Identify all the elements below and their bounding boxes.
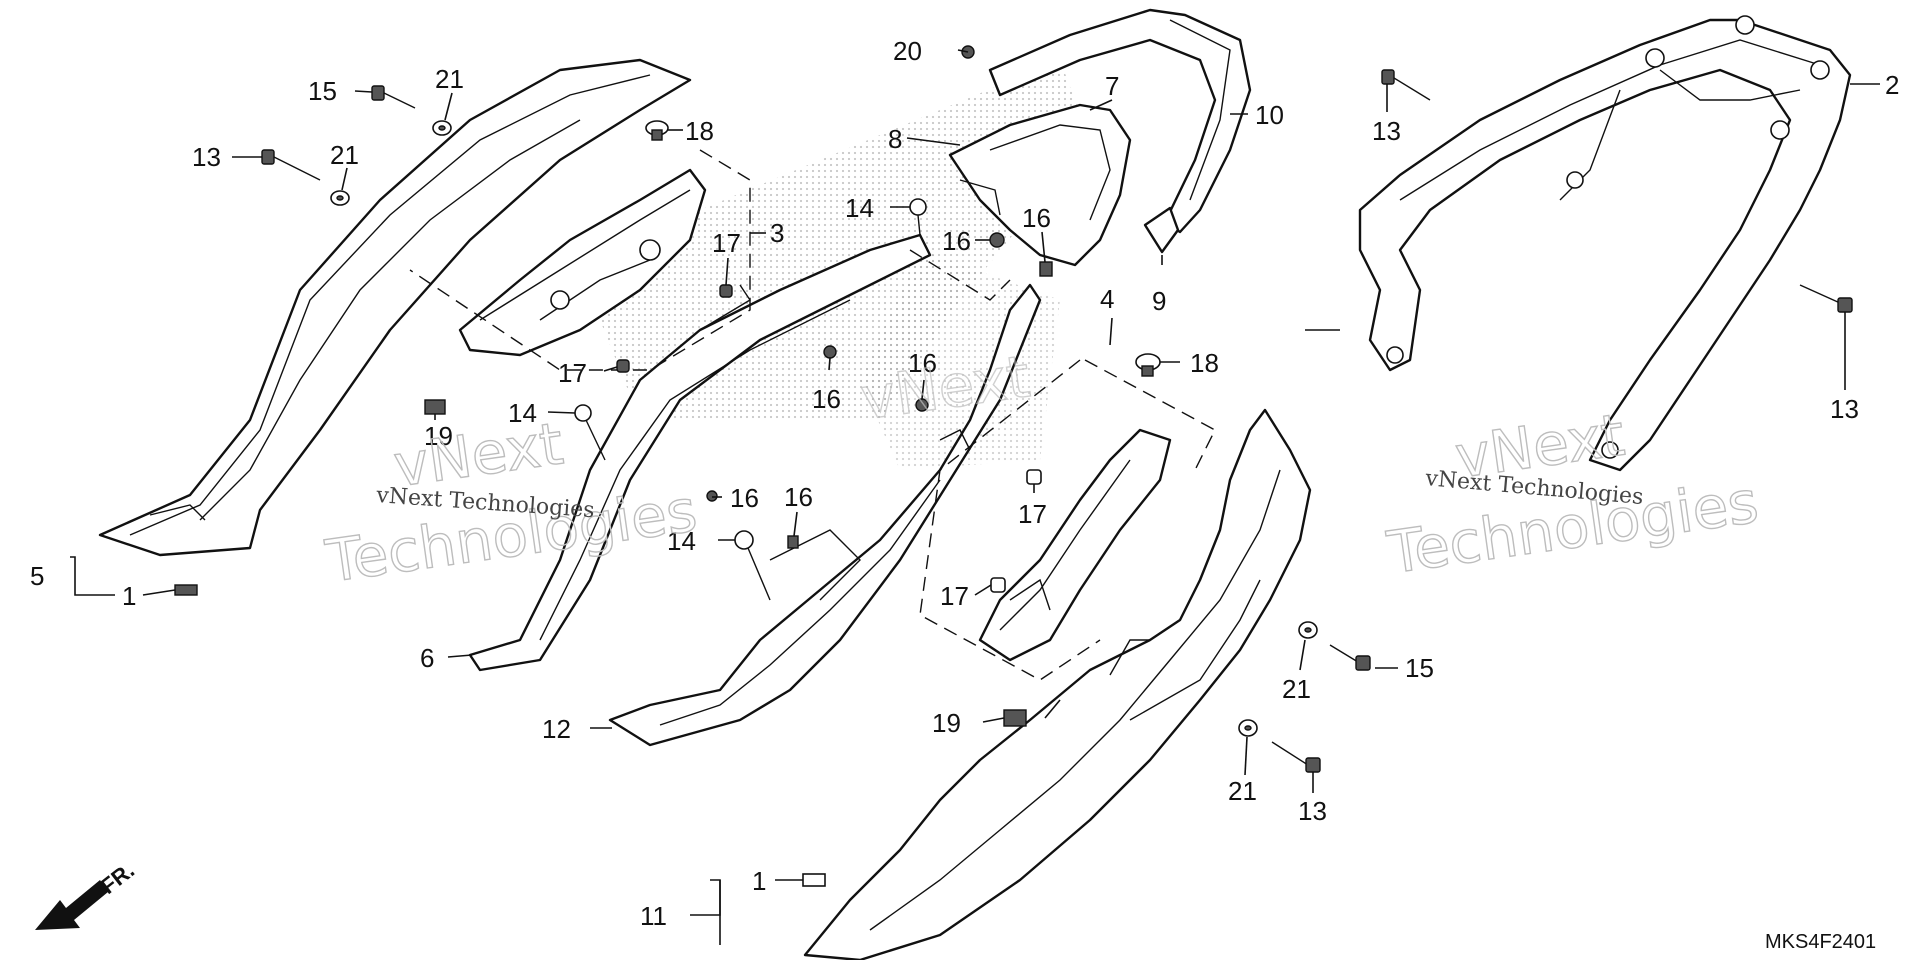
callout-14-center: 14 bbox=[845, 193, 874, 223]
part-2-grab-rail bbox=[1358, 15, 1852, 472]
bolt-13-right-low bbox=[1271, 741, 1321, 773]
leader-lines bbox=[70, 49, 1880, 945]
callout-17-b: 17 bbox=[558, 358, 587, 388]
callout-11: 11 bbox=[640, 901, 667, 931]
diagram-code: MKS4F2401 bbox=[1765, 931, 1876, 953]
washer-21-upper bbox=[432, 120, 452, 136]
callout-18-right: 18 bbox=[1190, 348, 1219, 378]
nut-17-c bbox=[1026, 469, 1042, 485]
callout-14-lower: 14 bbox=[667, 526, 696, 556]
callout-16-e: 16 bbox=[730, 483, 759, 513]
arrow-down-left-icon bbox=[35, 880, 108, 930]
bolt-14-left bbox=[574, 404, 606, 461]
bolt-14-lower bbox=[734, 530, 771, 601]
callout-4: 4 bbox=[1100, 284, 1114, 314]
callout-7: 7 bbox=[1105, 71, 1119, 101]
callout-20: 20 bbox=[893, 36, 922, 66]
washer-21-left bbox=[330, 190, 350, 206]
front-direction-indicator: FR. bbox=[35, 857, 139, 930]
callout-1-left: 1 bbox=[122, 581, 136, 611]
part-10-rear-cowl bbox=[988, 8, 1252, 234]
bolt-14-center bbox=[909, 198, 927, 236]
callout-6: 6 bbox=[420, 643, 434, 673]
part-12-center-cover bbox=[608, 283, 1042, 747]
callout-21-upper: 21 bbox=[435, 64, 464, 94]
part-5-left-side-cover bbox=[98, 58, 692, 557]
callout-21-left: 21 bbox=[330, 140, 359, 170]
callout-21-right-a: 21 bbox=[1282, 674, 1311, 704]
nut-16-c bbox=[823, 345, 837, 359]
nut-16-f bbox=[787, 535, 799, 549]
nut-16-b bbox=[1039, 261, 1053, 277]
callout-16-d: 16 bbox=[908, 348, 937, 378]
group-box-3 bbox=[409, 149, 751, 371]
callout-8: 8 bbox=[888, 124, 902, 154]
callout-16-f: 16 bbox=[784, 482, 813, 512]
callout-9: 9 bbox=[1152, 286, 1166, 316]
callout-18-left: 18 bbox=[685, 116, 714, 146]
clip-1-lower bbox=[802, 873, 826, 887]
washer-21-right-a bbox=[1298, 621, 1318, 639]
bolt-15-right bbox=[1329, 644, 1371, 671]
clip-19-left bbox=[424, 399, 446, 415]
group-box-6-rail bbox=[909, 249, 1011, 301]
bolt-13-upper-right bbox=[1381, 69, 1431, 101]
callout-5: 5 bbox=[30, 561, 44, 591]
bolt-13-left bbox=[261, 149, 321, 181]
callout-13-right-low: 13 bbox=[1298, 796, 1327, 826]
callout-16-b: 16 bbox=[1022, 203, 1051, 233]
callout-15-right: 15 bbox=[1405, 653, 1434, 683]
part-3-bracket bbox=[458, 168, 707, 357]
nut-17-b bbox=[616, 359, 630, 373]
callout-10: 10 bbox=[1255, 100, 1284, 130]
part-4-bracket bbox=[978, 428, 1172, 662]
part-7-tail-housing bbox=[948, 103, 1132, 267]
clip-18-right bbox=[1135, 353, 1161, 377]
bolt-13-right bbox=[1799, 284, 1853, 313]
callout-17-d: 17 bbox=[940, 581, 969, 611]
callout-2: 2 bbox=[1885, 70, 1899, 100]
nut-16-e bbox=[706, 490, 718, 502]
callout-17-c: 17 bbox=[1018, 499, 1047, 529]
callout-12: 12 bbox=[542, 714, 571, 744]
nut-17-d bbox=[990, 577, 1006, 593]
clip-19-right bbox=[1003, 709, 1027, 727]
callout-16-a: 16 bbox=[942, 226, 971, 256]
callout-3: 3 bbox=[770, 218, 784, 248]
callout-1-lower: 1 bbox=[752, 866, 766, 896]
callout-13-right: 13 bbox=[1830, 394, 1859, 424]
callout-13-upper-right: 13 bbox=[1372, 116, 1401, 146]
callout-16-c: 16 bbox=[812, 384, 841, 414]
callout-19-right: 19 bbox=[932, 708, 961, 738]
washer-21-right-b bbox=[1238, 719, 1258, 737]
clip-18-left bbox=[645, 120, 669, 141]
nut-16-a bbox=[989, 232, 1005, 248]
part-9-bracket-small bbox=[1143, 206, 1180, 254]
bolt-15-upper-left bbox=[371, 85, 416, 109]
callout-14-left: 14 bbox=[508, 398, 537, 428]
callout-21-right-b: 21 bbox=[1228, 776, 1257, 806]
callout-labels: 15 21 13 21 18 3 17 17 14 19 5 1 6 12 20… bbox=[30, 36, 1899, 931]
callout-13-left: 13 bbox=[192, 142, 221, 172]
part-11-right-side-cover bbox=[803, 408, 1312, 960]
nut-17-a bbox=[719, 284, 733, 298]
clip-1-left bbox=[174, 584, 198, 596]
callout-19-left: 19 bbox=[424, 421, 453, 451]
callout-15-upper-left: 15 bbox=[308, 76, 337, 106]
group-box-4 bbox=[919, 359, 1216, 681]
callout-17-a: 17 bbox=[712, 228, 741, 258]
